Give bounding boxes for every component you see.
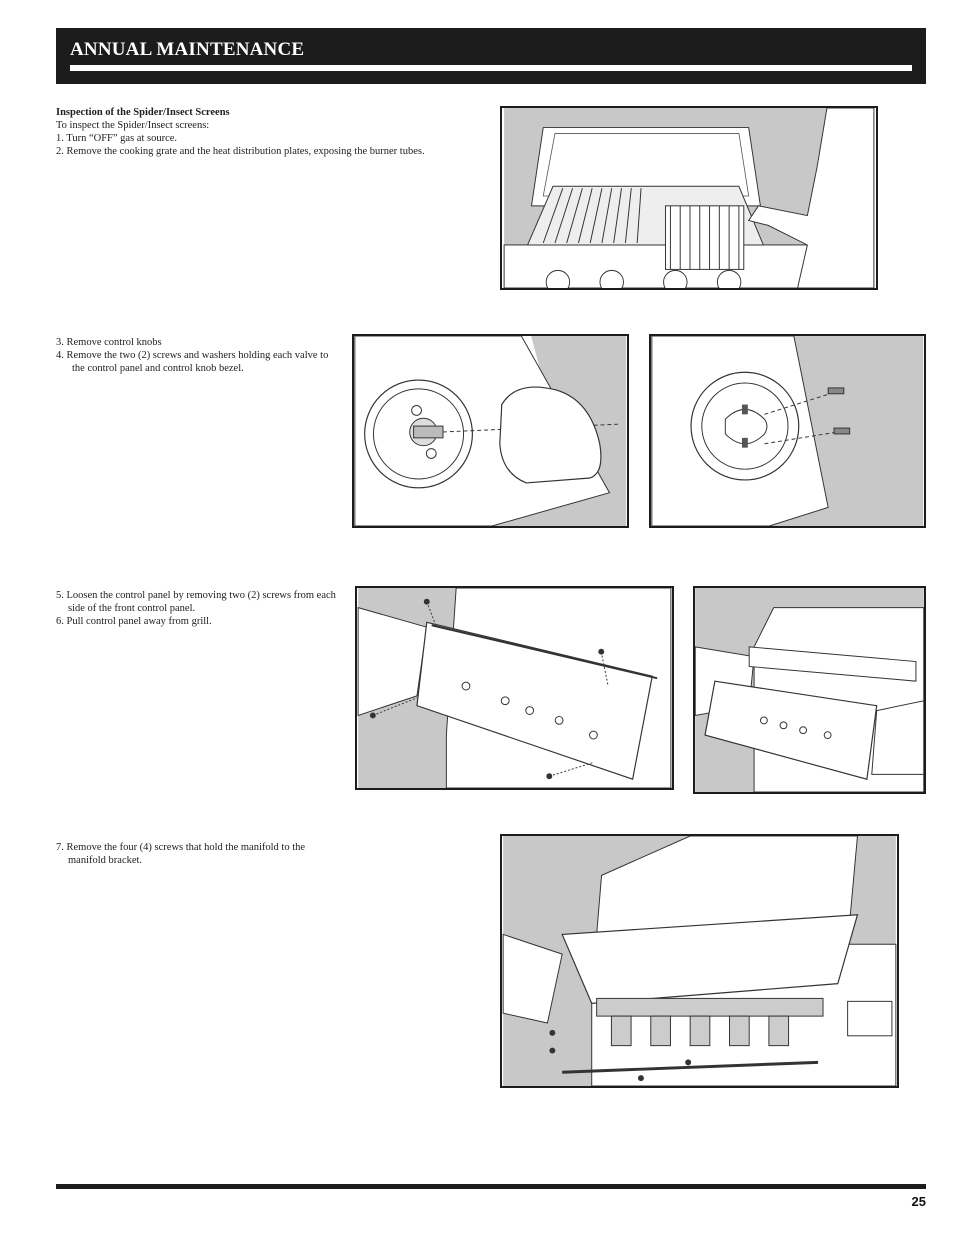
figure-grill-grates — [500, 106, 878, 290]
step-2: 2. Remove the cooking grate and the heat… — [56, 146, 425, 157]
step-7: 7. Remove the four (4) screws that hold … — [56, 842, 306, 866]
step-5: 5. Loosen the control panel by removing … — [56, 590, 336, 614]
section1-heading: Inspection of the Spider/Insect Screens — [56, 107, 230, 118]
section2-text: 3. Remove control knobs 4. Remove the tw… — [56, 336, 336, 375]
grill-grates-illustration — [503, 108, 875, 288]
footer-rule — [56, 1184, 926, 1189]
section1-intro: To inspect the Spider/Insect screens: — [56, 120, 210, 131]
figure-knob-removal — [352, 334, 629, 528]
step-3: 3. Remove control knobs — [56, 337, 162, 348]
manifold-screws-illustration — [502, 836, 897, 1086]
page-number: 25 — [911, 1194, 926, 1209]
section-header: ANNUAL MAINTENANCE — [56, 28, 926, 84]
figure-control-panel-screws — [355, 586, 674, 790]
control-panel-pulled-illustration — [695, 588, 924, 792]
control-panel-screws-illustration — [357, 588, 672, 788]
page-title: ANNUAL MAINTENANCE — [70, 39, 305, 60]
section4-text: 7. Remove the four (4) screws that hold … — [56, 841, 336, 867]
step-1: 1. Turn “OFF” gas at source. — [56, 133, 178, 144]
knob-removal-illustration — [354, 336, 627, 526]
figure-manifold-screws — [500, 834, 899, 1088]
step-6: 6. Pull control panel away from grill. — [56, 616, 212, 627]
step-4: 4. Remove the two (2) screws and washers… — [56, 350, 329, 374]
figure-control-panel-pulled — [693, 586, 926, 794]
section1-text: Inspection of the Spider/Insect Screens … — [56, 106, 466, 158]
header-rule — [70, 65, 912, 71]
valve-screws-illustration — [651, 336, 924, 526]
figure-valve-screws — [649, 334, 926, 528]
section3-text: 5. Loosen the control panel by removing … — [56, 589, 336, 628]
